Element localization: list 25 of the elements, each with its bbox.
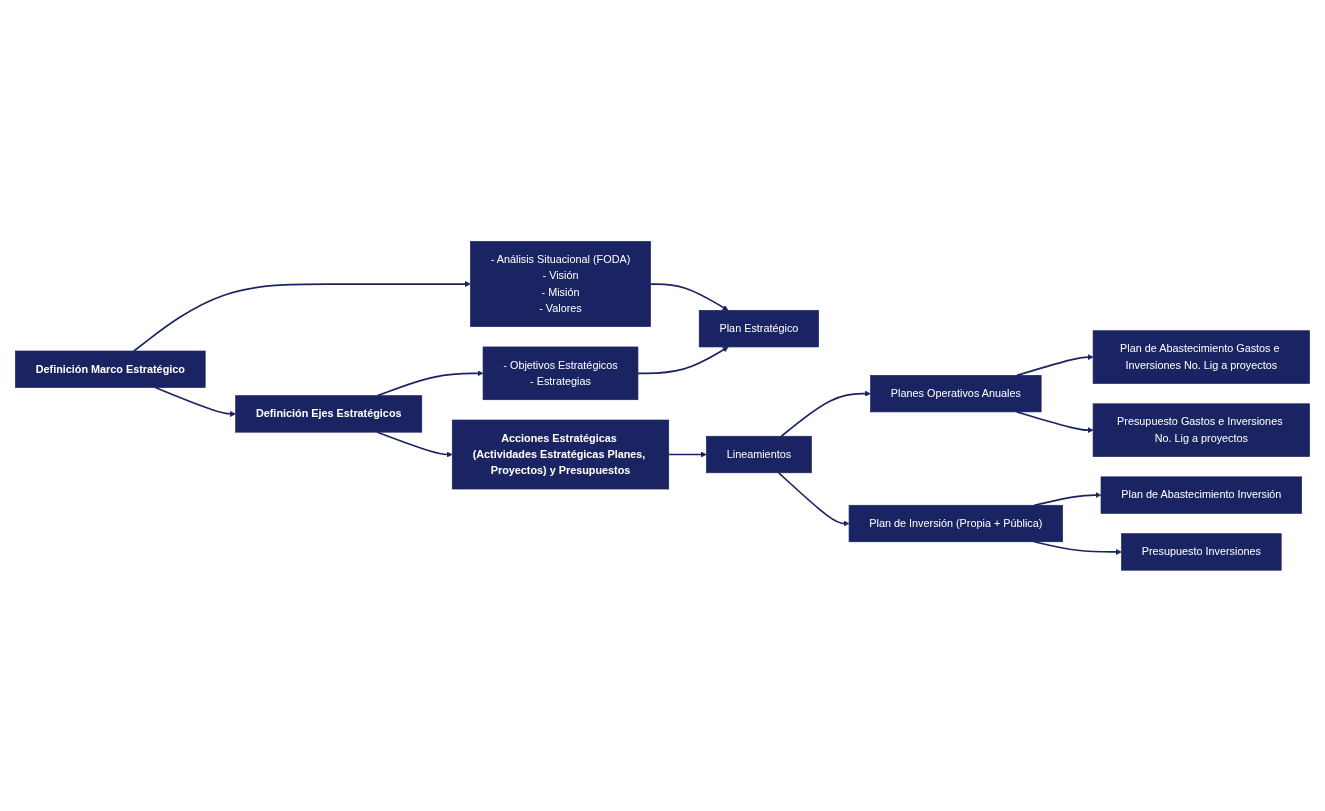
arrow: [667, 451, 707, 458]
node-box: Presupuesto Inversiones: [1121, 533, 1282, 571]
arrow: [133, 280, 471, 352]
arrow: [780, 390, 871, 437]
node-box: Presupuesto Gastos e Inversiones No. Lig a proyectos: [1092, 403, 1310, 457]
node-box: Plan de Abastecimiento Inversión: [1100, 476, 1302, 514]
arrow: [376, 370, 484, 397]
arrow: [649, 282, 729, 311]
node-box: Definición Ejes Estratégicos: [235, 395, 423, 433]
arrow: [637, 346, 729, 374]
node-box: Planes Operativos Anuales: [870, 374, 1042, 412]
node-box: - Análisis Situacional (FODA) - Visión - Misión - Valores: [470, 240, 651, 327]
arrow: [1016, 410, 1094, 433]
node-box: Plan de Inversión (Propia + Pública): [848, 504, 1063, 542]
arrow: [1033, 540, 1122, 555]
arrow: [777, 471, 850, 527]
node-box: - Objetivos Estratégicos - Estrategias: [482, 346, 639, 400]
node-box: Definición Marco Estratégico: [15, 350, 206, 388]
node-box: Acciones Estratégicas (Actividades Estratégicas Planes, Proyectos) y Presupuestos: [451, 419, 670, 490]
arrow: [154, 386, 236, 417]
node-box: Plan Estratégico: [698, 309, 819, 347]
arrow: [1016, 353, 1094, 376]
node-box: Plan de Abastecimiento Gastos e Inversiones No. Lig a proyectos: [1092, 330, 1310, 384]
node-box: Lineamientos: [706, 435, 812, 473]
arrow: [376, 431, 453, 458]
